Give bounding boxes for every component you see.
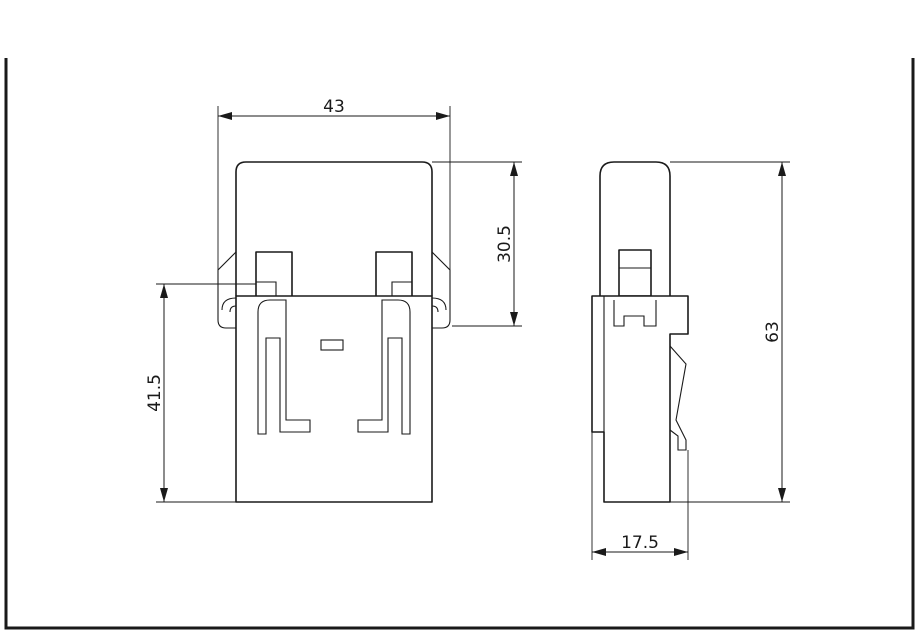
side-wedge: [669, 345, 687, 451]
side-inner-lock: [613, 300, 657, 327]
front-latch-right-inner: [391, 281, 412, 296]
side-view: [591, 161, 689, 503]
dimension-side-depth: [591, 432, 689, 560]
front-cover-shoulder-left: [217, 251, 237, 329]
front-main-body: [235, 295, 433, 503]
dimension-upper-height: [432, 161, 522, 327]
dimension-label-upper-height: 30.5: [495, 225, 515, 263]
front-clip-left: [257, 299, 311, 435]
side-main-body: [591, 295, 689, 503]
dimension-label-total-height: 63: [763, 321, 783, 343]
dimension-total-height: [670, 161, 790, 503]
side-upper-flap: [599, 161, 671, 296]
dimension-label-top-width: 43: [323, 97, 345, 117]
front-view: [217, 161, 451, 503]
dimension-front-height: [156, 283, 256, 503]
front-cover-shoulder-right: [431, 251, 451, 329]
drawing-frame: [4, 58, 915, 630]
side-latch: [618, 249, 652, 297]
dimension-label-front-height: 41.5: [145, 374, 165, 412]
front-latch-left: [255, 251, 293, 296]
dimension-top-width: [217, 106, 451, 270]
front-center-window: [320, 339, 344, 351]
front-clip-right: [357, 299, 411, 435]
front-latch-left-inner: [256, 281, 277, 296]
dimension-label-side-depth: 17.5: [621, 533, 659, 553]
front-latch-right: [375, 251, 413, 296]
